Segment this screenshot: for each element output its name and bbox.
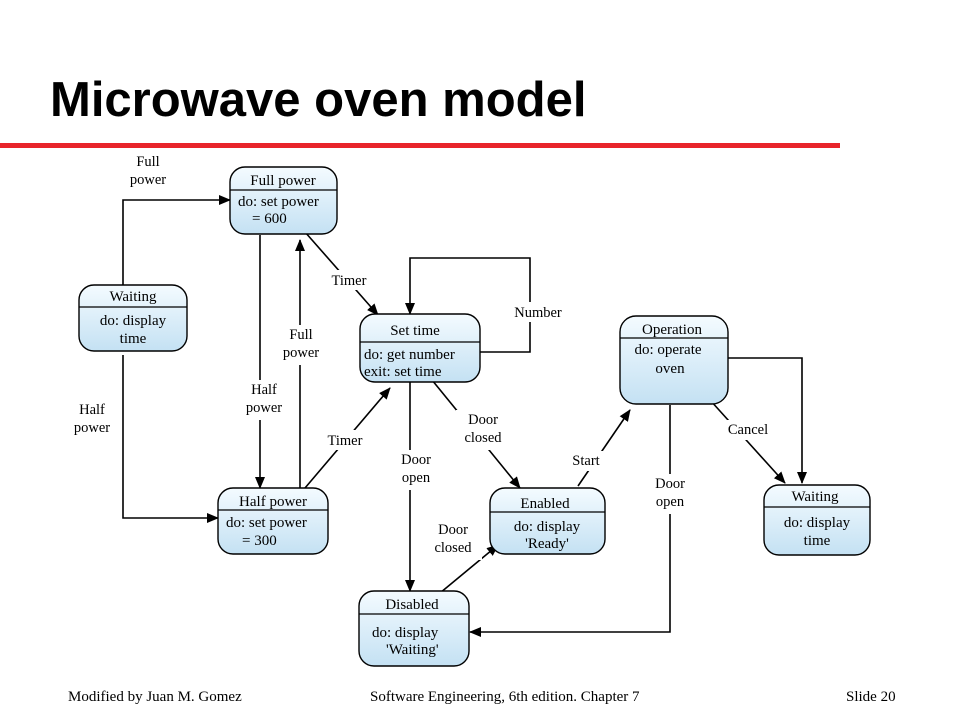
slide-title: Microwave oven model [50,73,587,127]
svg-text:open: open [402,470,431,486]
state-enabled-action-1: do: display [514,519,581,535]
label-full-power-mid: Full power [276,325,328,365]
transition-number-loop [405,257,531,353]
state-disabled-name: Disabled [385,597,439,613]
state-diagram: Full power do: set power = 600 Waiting d… [66,150,871,667]
svg-text:Door: Door [438,522,468,538]
svg-text:Start: Start [572,453,599,469]
title-rule [0,143,840,148]
svg-text:closed: closed [434,540,472,556]
transition-door-closed-from-disabled [439,544,499,594]
svg-text:Door: Door [401,452,431,468]
transition-start [577,409,631,487]
svg-text:Door: Door [655,476,685,492]
label-start: Start [566,451,606,471]
svg-text:Door: Door [468,412,498,428]
label-timer-top: Timer [324,270,374,290]
state-waiting-left-action-2: time [120,331,147,347]
svg-text:power: power [246,400,282,416]
transition-cancel [709,399,786,484]
state-waiting-left: Waiting do: display time [78,284,188,352]
state-set-time-action-2: exit: set time [364,364,442,380]
state-operation: Operation do: operate oven [619,315,729,405]
svg-text:Full: Full [136,154,159,170]
svg-text:Half: Half [251,382,277,398]
state-set-time-action-1: do: get number [364,347,455,363]
state-waiting-right-action-2: time [804,533,831,549]
state-operation-action-1: do: operate [634,342,701,358]
label-door-closed-mid: Door closed [456,410,512,450]
state-disabled-action-2: 'Waiting' [386,642,439,658]
label-door-closed-low: Door closed [428,520,482,560]
state-waiting-left-name: Waiting [109,289,157,305]
svg-text:Timer: Timer [328,433,363,449]
svg-text:closed: closed [464,430,502,446]
state-set-time: Set time do: get number exit: set time [359,313,481,383]
state-operation-name: Operation [642,322,702,338]
label-full-power-top: Full power [122,150,174,190]
state-half-power-action-1: do: set power [226,515,307,531]
label-door-open-mid: Door open [394,450,438,490]
state-full-power-name: Full power [250,173,315,189]
svg-text:power: power [130,172,166,188]
transition-operation-done [728,357,807,484]
label-number: Number [508,302,568,322]
state-enabled: Enabled do: display 'Ready' [489,487,606,555]
state-waiting-right: Waiting do: display time [763,484,871,556]
label-door-open-right: Door open [646,474,694,514]
state-half-power-name: Half power [239,494,307,510]
label-cancel: Cancel [722,420,774,440]
state-enabled-name: Enabled [520,496,570,512]
transition-full-power-entry [122,195,231,285]
state-waiting-left-action-1: do: display [100,313,167,329]
state-enabled-action-2: 'Ready' [525,536,569,552]
state-half-power-action-2: = 300 [242,533,277,549]
footer-author: Modified by Juan M. Gomez [68,689,242,705]
svg-text:Number: Number [514,305,562,321]
state-disabled-action-1: do: display [372,625,439,641]
label-half-power-mid: Half power [240,380,288,420]
svg-text:Cancel: Cancel [728,422,768,438]
svg-text:power: power [74,420,110,436]
state-disabled: Disabled do: display 'Waiting' [358,590,470,667]
state-half-power: Half power do: set power = 300 [217,487,329,555]
svg-text:power: power [283,345,319,361]
label-half-power-left: Half power [66,400,122,440]
state-full-power-action-1: do: set power [238,194,319,210]
svg-text:Half: Half [79,402,105,418]
label-timer-bottom: Timer [320,430,370,450]
state-waiting-right-name: Waiting [791,489,839,505]
state-full-power: Full power do: set power = 600 [229,166,338,235]
svg-text:open: open [656,494,685,510]
transition-half-power-entry [122,355,219,523]
state-waiting-right-action-1: do: display [784,515,851,531]
state-operation-action-2: oven [655,361,685,377]
state-set-time-name: Set time [390,323,440,339]
transition-labels: Full power Half power Half power Full po… [66,150,774,560]
footer-course: Software Engineering, 6th edition. Chapt… [370,689,640,705]
svg-text:Timer: Timer [332,273,367,289]
svg-text:Full: Full [289,327,312,343]
footer-slide-number: Slide 20 [846,689,896,705]
state-full-power-action-2: = 600 [252,211,287,227]
